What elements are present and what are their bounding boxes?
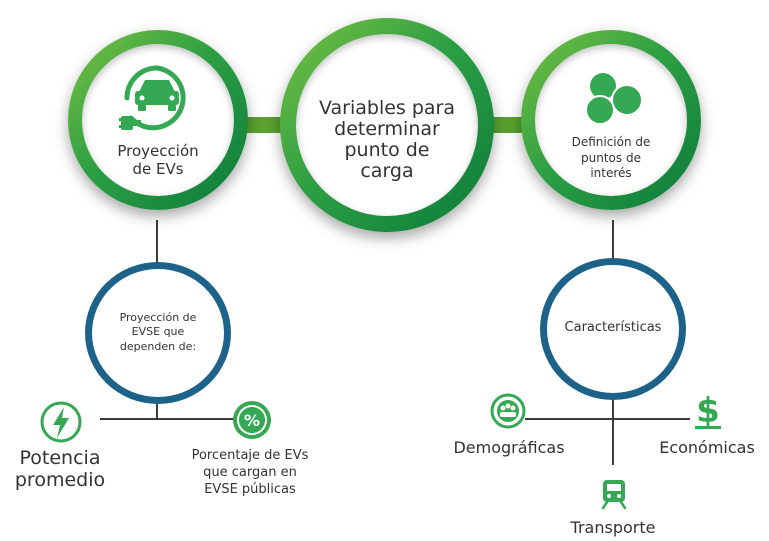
points-of-interest-circle <box>521 30 701 210</box>
porcentaje-line1: Porcentaje de EVs <box>191 448 309 463</box>
potencia-line2: promedio <box>14 468 106 491</box>
central-line1: Variables para <box>318 97 456 119</box>
evse-projection-label: Proyección de EVSE que dependen de: <box>95 311 221 354</box>
evse-line3: dependen de: <box>119 339 197 353</box>
economicas-label: Económicas <box>659 438 755 457</box>
people-cycle-icon <box>489 392 527 430</box>
central-line4: carga <box>360 159 414 182</box>
evse-line1: Proyección de <box>119 311 197 324</box>
transporte-label: Transporte <box>570 518 656 537</box>
right-hline <box>525 418 690 420</box>
central-variables-title: Variables para determinar punto de carga <box>297 98 477 182</box>
porcentaje-line3: EVSE públicas <box>204 481 296 497</box>
central-line3: punto de <box>344 138 430 161</box>
svg-text:%: % <box>244 411 260 430</box>
potencia-line1: Potencia <box>19 447 101 469</box>
ev-projection-label: Proyección de EVs <box>88 142 228 178</box>
train-icon <box>601 478 627 510</box>
central-line2: determinar <box>334 117 440 140</box>
characteristics-label: Características <box>564 320 662 335</box>
evse-line2: EVSE que <box>131 325 185 339</box>
ev-projection-line1: Proyección <box>117 142 199 160</box>
poi-line2: puntos de <box>581 150 641 165</box>
demograficas-label: Demográficas <box>453 438 565 457</box>
left-stem <box>156 395 158 419</box>
poi-line3: interés <box>590 166 632 181</box>
lightning-icon <box>40 400 82 444</box>
ev-car-plug-icon <box>119 62 195 140</box>
ev-projection-circle <box>68 30 248 210</box>
right-stem <box>612 395 614 465</box>
potencia-label: Potencia promedio <box>0 447 120 492</box>
porcentaje-line2: que cargan en <box>203 464 297 480</box>
characteristics-circle <box>540 258 686 400</box>
connector-line-left <box>156 220 158 265</box>
percent-icon: % <box>232 400 272 440</box>
connector-line-right <box>612 220 614 260</box>
central-variables-circle <box>280 18 494 232</box>
porcentaje-label: Porcentaje de EVs que cargan en EVSE púb… <box>170 448 330 499</box>
left-hline <box>100 418 240 420</box>
poi-line1: Definición de <box>571 135 651 149</box>
dollar-icon: $ <box>693 392 723 432</box>
ev-projection-line2: de EVs <box>132 160 184 178</box>
svg-text:$: $ <box>696 392 720 431</box>
points-of-interest-label: Definición de puntos de interés <box>541 135 681 182</box>
evse-projection-circle <box>85 262 231 404</box>
circles-icon <box>583 70 645 126</box>
